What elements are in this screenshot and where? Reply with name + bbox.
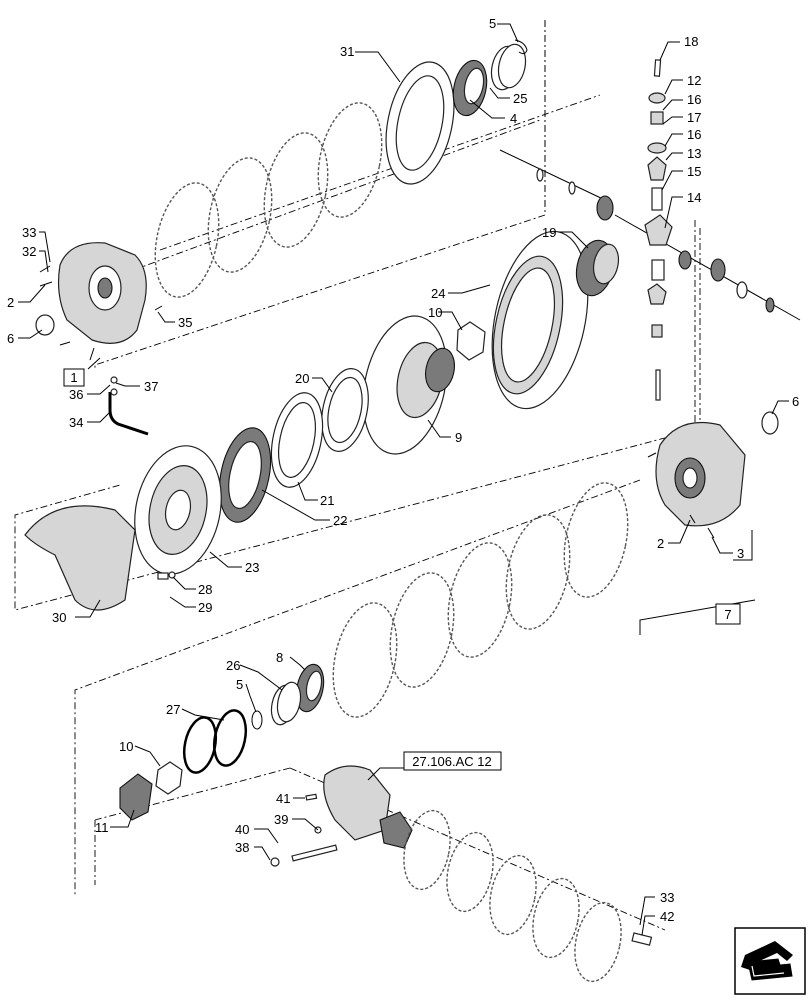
washer-10-top xyxy=(456,321,486,361)
callout-5-b: 5 xyxy=(236,677,243,692)
callout-15: 15 xyxy=(687,164,701,179)
callout-28: 28 xyxy=(198,582,212,597)
callout-2-a: 2 xyxy=(7,295,14,310)
bottom-seal-plates xyxy=(403,809,653,983)
snap-ring-5-lower xyxy=(251,710,263,730)
callout-19: 19 xyxy=(542,225,556,240)
callout-5: 5 xyxy=(489,16,496,31)
callout-10-a: 10 xyxy=(428,305,442,320)
ring-25 xyxy=(490,43,527,91)
callout-20: 20 xyxy=(295,371,309,386)
callout-32: 32 xyxy=(22,244,36,259)
callout-11: 11 xyxy=(95,820,109,835)
gear-11 xyxy=(119,773,153,821)
housing-30 xyxy=(24,505,136,611)
callout-18: 18 xyxy=(684,34,698,49)
gear-19 xyxy=(575,239,620,297)
differential-assembly xyxy=(499,59,801,401)
callout-33-b: 33 xyxy=(660,890,674,905)
callout-9: 9 xyxy=(455,430,462,445)
callout-40: 40 xyxy=(235,822,249,837)
callout-17: 17 xyxy=(687,110,701,125)
arrow-navigation-icon[interactable] xyxy=(734,927,806,995)
piston-23 xyxy=(134,445,222,575)
callout-8: 8 xyxy=(276,650,283,665)
callout-22: 22 xyxy=(333,513,347,528)
callout-labels: 5 31 25 4 18 12 16 17 16 13 15 14 19 24 … xyxy=(7,16,799,924)
callout-31: 31 xyxy=(340,44,354,59)
carrier-9 xyxy=(362,315,455,455)
callout-24: 24 xyxy=(431,286,445,301)
callout-27: 27 xyxy=(166,702,180,717)
callout-12: 12 xyxy=(687,73,701,88)
callout-14: 14 xyxy=(687,190,701,205)
bolt-28 xyxy=(157,572,169,580)
callout-10-b: 10 xyxy=(119,739,133,754)
callout-39: 39 xyxy=(274,812,288,827)
bearing-4 xyxy=(452,59,488,117)
callout-29: 29 xyxy=(198,600,212,615)
right-housing xyxy=(647,411,779,539)
callout-34: 34 xyxy=(69,415,83,430)
lower-plate-stack xyxy=(332,482,629,718)
callout-33-a: 33 xyxy=(22,225,36,240)
leader-lines xyxy=(18,23,789,936)
reference-box[interactable] xyxy=(403,751,502,771)
callout-35: 35 xyxy=(178,315,192,330)
callout-2-b: 2 xyxy=(657,536,664,551)
hub-assembly xyxy=(270,765,413,867)
group-box-7 xyxy=(715,603,741,625)
washer-10-lower xyxy=(155,761,183,795)
callout-16-a: 16 xyxy=(687,92,701,107)
upper-plate-stack xyxy=(154,61,455,298)
bolt-40 xyxy=(291,844,338,862)
callout-16-b: 16 xyxy=(687,127,701,142)
bolt-42 xyxy=(631,932,653,946)
group-box-1-label: 1 xyxy=(70,370,77,385)
callout-23: 23 xyxy=(245,560,259,575)
ring-gear-24 xyxy=(491,230,589,410)
callout-41: 41 xyxy=(276,791,290,806)
left-housing xyxy=(35,242,163,361)
callout-3: 3 xyxy=(737,546,744,561)
callout-42: 42 xyxy=(660,909,674,924)
callout-21: 21 xyxy=(320,493,334,508)
callout-36: 36 xyxy=(69,387,83,402)
callout-37: 37 xyxy=(144,379,158,394)
o-ring-27-b xyxy=(182,716,218,774)
callout-25: 25 xyxy=(513,91,527,106)
callout-13: 13 xyxy=(687,146,701,161)
group-box-1 xyxy=(63,368,85,387)
callout-30: 30 xyxy=(52,610,66,625)
snap-ring-5 xyxy=(514,39,528,55)
reference-label[interactable]: 27.106.AC 12 xyxy=(412,754,492,769)
callout-4: 4 xyxy=(510,111,517,126)
callout-38: 38 xyxy=(235,840,249,855)
callout-6-b: 6 xyxy=(792,394,799,409)
pipe-34 xyxy=(108,392,149,436)
callout-6-a: 6 xyxy=(7,331,14,346)
callout-26: 26 xyxy=(226,658,240,673)
group-box-7-label: 7 xyxy=(724,607,731,622)
